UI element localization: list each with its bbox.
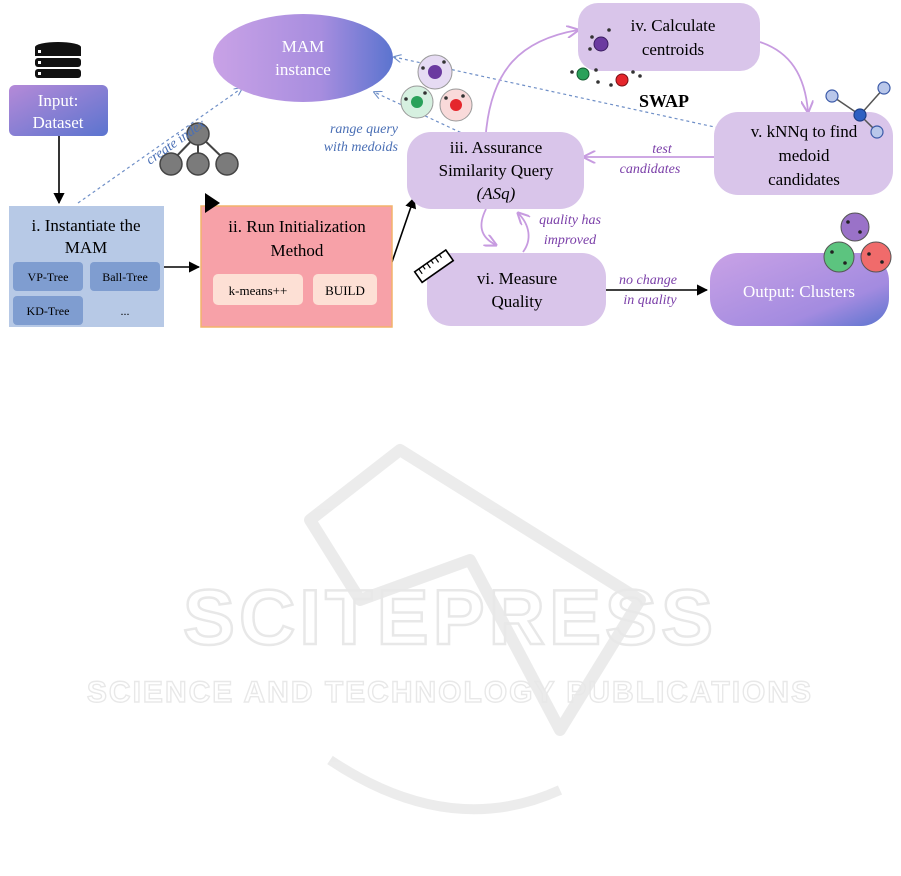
play-icon <box>205 193 220 213</box>
medoids-icon <box>400 54 473 122</box>
calculate-centroids-node: iv. Calculate centroids <box>578 3 760 71</box>
input-label-line2: Dataset <box>33 113 84 132</box>
range-query-label-line2: with medoids <box>324 140 399 155</box>
kd-tree-label: KD-Tree <box>27 304 70 318</box>
ruler-icon <box>413 248 455 284</box>
asq-title-line1: iii. Assurance <box>450 138 543 157</box>
arrow-asq-to-quality <box>480 208 496 245</box>
centroid-points-icon <box>570 28 642 87</box>
test-candidates-label-line2: candidates <box>620 162 681 177</box>
mam-label-line1: MAM <box>282 37 325 56</box>
watermark-subtitle: SCIENCE AND TECHNOLOGY PUBLICATIONS <box>87 676 813 709</box>
init-option-kmeans <box>213 274 303 305</box>
quality-title-line1: vi. Measure <box>477 269 557 288</box>
database-icon <box>35 42 81 78</box>
tree-index-icon <box>159 122 239 176</box>
mam-option-vp-tree <box>13 262 83 291</box>
mam-instance-node: MAM instance <box>213 14 393 102</box>
instantiate-mam-box: i. Instantiate the MAM VP-Tree Ball-Tree… <box>9 206 164 327</box>
clusters-icon <box>823 212 892 273</box>
centroids-title-line1: iv. Calculate <box>631 16 716 35</box>
measure-quality-node: vi. Measure Quality <box>427 253 606 326</box>
swap-label: SWAP <box>639 91 689 111</box>
publisher-watermark: SCITEPRESS SCIENCE AND TECHNOLOGY PUBLIC… <box>86 444 813 815</box>
init-title-line1: ii. Run Initialization <box>228 217 366 236</box>
arrow-init-to-asq <box>391 196 417 263</box>
ball-tree-label: Ball-Tree <box>102 270 148 284</box>
knnq-title-line1: v. kNNq to find <box>751 122 858 141</box>
assurance-similarity-query-node: iii. Assurance Similarity Query (ASq) <box>407 132 584 209</box>
quality-improved-label-line1: quality has <box>539 213 601 228</box>
range-query-label-line1: range query <box>330 122 399 137</box>
init-title-line2: Method <box>271 241 324 260</box>
knnq-title-line2: medoid <box>779 146 830 165</box>
test-candidates-label-line1: test <box>652 142 673 157</box>
more-options-label: ... <box>121 304 130 318</box>
input-label-line1: Input: <box>38 91 79 110</box>
no-change-label-line1: no change <box>619 273 677 288</box>
knn-graph-icon <box>825 81 891 139</box>
asq-title-line2: Similarity Query <box>439 161 554 180</box>
arrow-centroids-to-knnq <box>759 41 808 112</box>
knnq-medoid-candidates-node: v. kNNq to find medoid candidates <box>714 112 893 195</box>
build-label: BUILD <box>325 283 365 298</box>
mam-option-kd-tree <box>13 296 83 325</box>
asq-title-line3: (ASq) <box>477 184 516 203</box>
output-label: Output: Clusters <box>743 282 855 301</box>
arrow-asq-to-centroids <box>485 30 578 133</box>
knnq-title-line3: candidates <box>768 170 840 189</box>
mam-option-ball-tree <box>90 262 160 291</box>
run-initialization-box: ii. Run Initialization Method k-means++ … <box>200 193 393 328</box>
kmeans-label: k-means++ <box>229 283 288 298</box>
instantiate-title-line2: MAM <box>65 238 108 257</box>
vp-tree-label: VP-Tree <box>28 270 69 284</box>
instantiate-title-line1: i. Instantiate the <box>31 216 140 235</box>
mam-label-line2: instance <box>275 60 331 79</box>
watermark-title: SCITEPRESS <box>183 573 717 661</box>
init-option-build <box>313 274 377 305</box>
arrow-quality-to-asq <box>518 213 529 253</box>
quality-improved-label-line2: improved <box>544 233 597 248</box>
mam-option-more <box>90 296 160 325</box>
input-dataset-node: Input: Dataset <box>9 85 108 136</box>
quality-title-line2: Quality <box>492 292 543 311</box>
no-change-label-line2: in quality <box>623 293 677 308</box>
centroids-title-line2: centroids <box>642 40 704 59</box>
